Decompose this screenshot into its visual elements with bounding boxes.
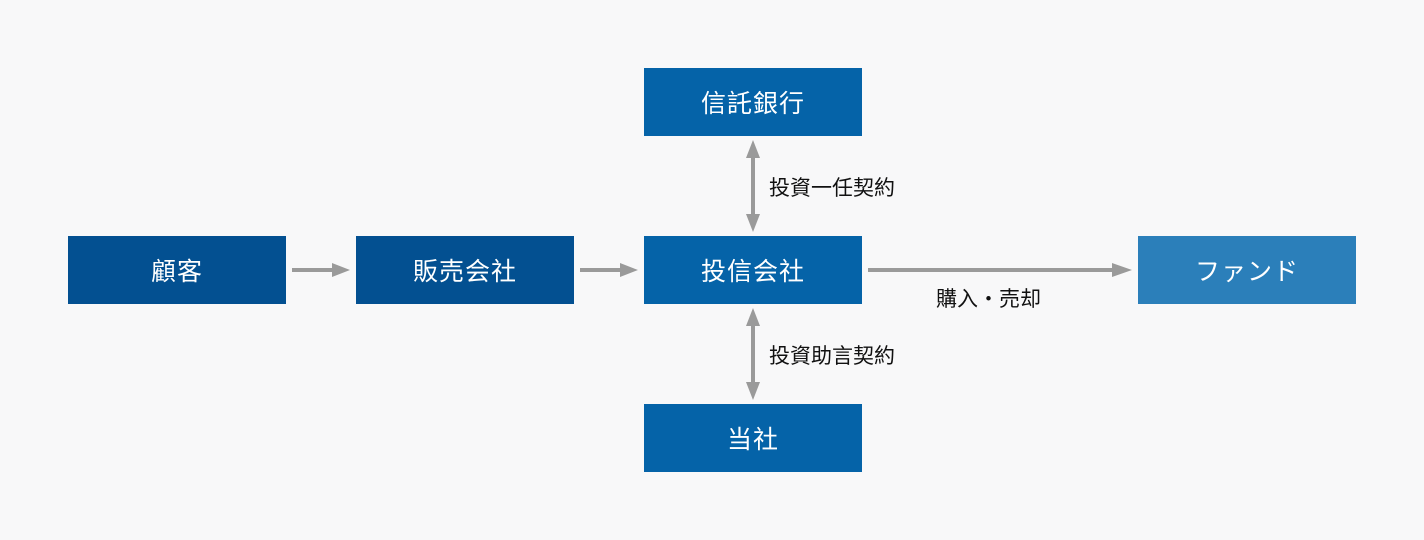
node-customer-label: 顧客: [150, 257, 203, 286]
arrow-trust-bank-bidirectional: [746, 140, 760, 232]
node-investment-trust-company-label: 投信会社: [700, 257, 805, 286]
edge-label-advisory-contract: 投資助言契約: [769, 344, 895, 368]
edge-label-discretionary-contract: 投資一任契約: [769, 176, 895, 200]
node-our-company-label: 当社: [726, 425, 779, 454]
node-fund-label: ファンド: [1194, 257, 1299, 286]
arrow-customer-to-distributor: [292, 263, 350, 277]
node-distributor: 販売会社: [356, 236, 574, 304]
arrow-distributor-to-trust-company: [580, 263, 638, 277]
node-trust-bank: 信託銀行: [644, 68, 862, 136]
node-customer: 顧客: [68, 236, 286, 304]
node-fund: ファンド: [1138, 236, 1356, 304]
edge-label-purchase-sale: 購入・売却: [936, 287, 1041, 311]
node-trust-bank-label: 信託銀行: [700, 89, 805, 118]
node-distributor-label: 販売会社: [412, 257, 517, 286]
arrow-our-company-bidirectional: [746, 308, 760, 400]
node-our-company: 当社: [644, 404, 862, 472]
node-investment-trust-company: 投信会社: [644, 236, 862, 304]
arrow-trust-company-to-fund: [868, 263, 1132, 277]
